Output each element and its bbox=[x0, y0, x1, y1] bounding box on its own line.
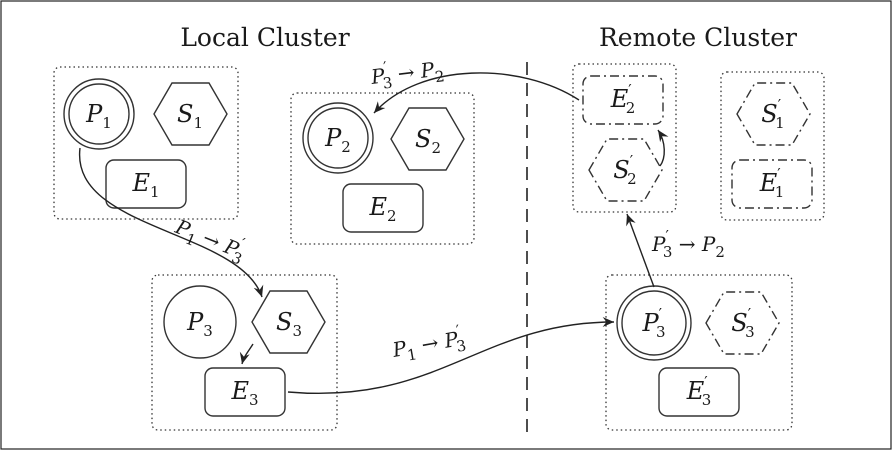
edge-p1-to-s3 bbox=[79, 147, 264, 298]
local-cluster-title: Local Cluster bbox=[180, 23, 349, 52]
s2-label: S2 bbox=[415, 125, 441, 157]
e3-prime-label: E′3 bbox=[686, 373, 711, 409]
e1-prime-box bbox=[731, 159, 813, 209]
p3-label: P3 bbox=[186, 308, 213, 340]
p3-prime-label: P′3 bbox=[641, 305, 665, 341]
s2-prime-hexagon bbox=[588, 138, 663, 202]
e2-prime-box bbox=[582, 75, 664, 125]
e1-box bbox=[105, 159, 187, 209]
e1-label: E1 bbox=[131, 169, 159, 201]
s3-prime-label: S′3 bbox=[731, 305, 754, 341]
edge-s2-prime-to-e2-prime bbox=[657, 129, 669, 167]
edge-label-p3prime-to-p2-right: P′3 → P2 bbox=[651, 227, 725, 261]
e3-prime-box bbox=[658, 367, 740, 417]
edge-p3-prime-to-s2-prime bbox=[626, 213, 655, 288]
s2-prime-label: S′2 bbox=[613, 152, 636, 188]
p2-node-inner bbox=[307, 107, 369, 169]
e2-prime-label: E′2 bbox=[610, 81, 635, 117]
s3-label: S3 bbox=[276, 308, 302, 340]
s1-label: S1 bbox=[177, 100, 203, 132]
e2-label: E2 bbox=[368, 193, 396, 225]
edge-e3-to-p3-prime bbox=[287, 316, 615, 394]
s1-hexagon bbox=[153, 82, 228, 146]
e3-box bbox=[204, 367, 286, 417]
remote-node-1-container bbox=[720, 71, 825, 221]
edge-label-p3prime-to-p2-top: P′3 → P2 bbox=[368, 51, 446, 94]
remote-cluster-title: Remote Cluster bbox=[599, 23, 797, 52]
local-node-1-container bbox=[53, 66, 239, 220]
remote-node-3-container bbox=[605, 274, 793, 431]
local-node-2-container bbox=[290, 92, 475, 245]
s3-hexagon bbox=[251, 290, 326, 354]
edge-label-p1-to-p3prime-lower: P1 → P′3 bbox=[389, 321, 468, 367]
local-node-3-container bbox=[151, 274, 338, 431]
s1-prime-label: S′1 bbox=[761, 96, 784, 132]
edge-e2-prime-to-p2 bbox=[373, 72, 580, 114]
s2-hexagon bbox=[390, 107, 465, 171]
edge-label-p1-to-p3prime-upper: P1 → P′3 bbox=[169, 209, 250, 268]
p1-node-inner bbox=[68, 83, 130, 145]
e3-label: E3 bbox=[230, 377, 258, 409]
e1-prime-label: E′1 bbox=[759, 165, 784, 201]
remote-node-2-container bbox=[572, 63, 677, 213]
p3-node bbox=[163, 285, 237, 359]
p3-prime-node-inner bbox=[621, 290, 687, 356]
s3-prime-hexagon bbox=[705, 291, 780, 355]
s1-prime-hexagon bbox=[736, 82, 811, 146]
p2-label: P2 bbox=[324, 124, 351, 156]
edge-s3-to-e3 bbox=[239, 343, 254, 365]
p1-label: P1 bbox=[85, 100, 112, 132]
e2-box bbox=[342, 183, 424, 233]
